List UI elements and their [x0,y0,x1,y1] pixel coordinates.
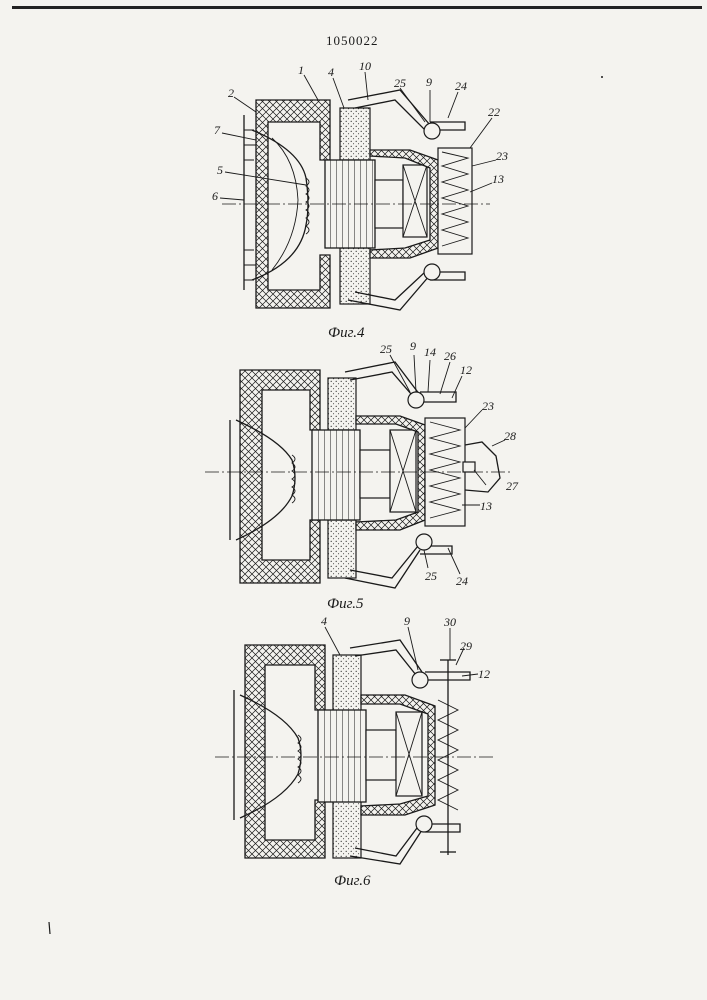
fig4-label-10: 10 [359,59,371,73]
figure-6: 4 9 30 29 12 [215,614,495,864]
fig4-pin-bottom [424,264,440,280]
fig5-wheel-lower [328,520,356,578]
fig5-label-25b: 25 [425,569,437,583]
fig4-label-23: 23 [496,149,508,163]
fig6-wheel-lower [333,800,361,858]
fig6-lever-bottom [350,824,460,864]
fig4-label-5: 5 [217,163,223,177]
fig5-lever-top [345,362,456,402]
fig5-label-25: 25 [380,342,392,356]
fig6-rotor [318,710,366,802]
figure-5-caption: Фиг.5 [327,596,363,613]
fig6-label-12: 12 [478,667,490,681]
fig4-label-2: 2 [228,86,234,100]
fig5-label-26: 26 [444,349,456,363]
fig4-left-teeth [244,130,256,280]
fig4-label-9: 9 [426,75,432,89]
fig6-bowl [234,690,301,820]
fig6-wheel-upper [333,655,361,711]
fig5-label-24: 24 [456,574,468,588]
fig5-label-28: 28 [504,429,516,443]
fig5-label-12: 12 [460,363,472,377]
fig6-pin-top [412,672,428,688]
fig5-pin-top [408,392,424,408]
fig6-label-29: 29 [460,639,472,653]
fig4-label-13: 13 [492,172,504,186]
figure-4: 2 1 4 10 25 9 24 22 7 5 6 23 13 [212,59,508,310]
fig5-pin-bottom [416,534,432,550]
fig5-shaft [360,450,390,498]
fig6-label-9: 9 [404,614,410,628]
fig4-wheel-upper [340,108,370,160]
fig4-label-4: 4 [328,65,334,79]
fig4-pin-top [424,123,440,139]
figure-6-caption: Фиг.6 [334,873,370,890]
fig5-rotor [312,430,360,520]
stray-mark [49,922,50,934]
figure-4-caption: Фиг.4 [328,325,364,342]
fig5-label-9: 9 [410,339,416,353]
fig4-label-1: 1 [298,63,304,77]
fig5-label-13: 13 [480,499,492,513]
fig4-label-7: 7 [214,123,221,137]
fig6-left-housing [245,645,325,858]
figure-5: 25 9 14 26 12 23 28 27 13 25 24 [205,339,519,588]
fig6-shaft [366,730,396,780]
fig4-label-24: 24 [455,79,467,93]
fig6-label-30: 30 [443,615,456,629]
fig6-pin-bottom [416,816,432,832]
fig5-label-23: 23 [482,399,494,413]
fig4-label-22: 22 [488,105,500,119]
fig4-label-25: 25 [394,76,406,90]
fig5-wheel-upper [328,378,356,430]
fig5-knob-screw [463,462,475,472]
fig5-label-27: 27 [506,479,519,493]
stray-dot [601,76,603,78]
fig4-bowl [244,115,308,290]
fig5-left-housing [240,370,320,583]
fig6-label-4: 4 [321,614,327,628]
fig4-wheel-lower [340,248,370,304]
fig4-label-6: 6 [212,189,218,203]
fig5-label-14: 14 [424,345,436,359]
